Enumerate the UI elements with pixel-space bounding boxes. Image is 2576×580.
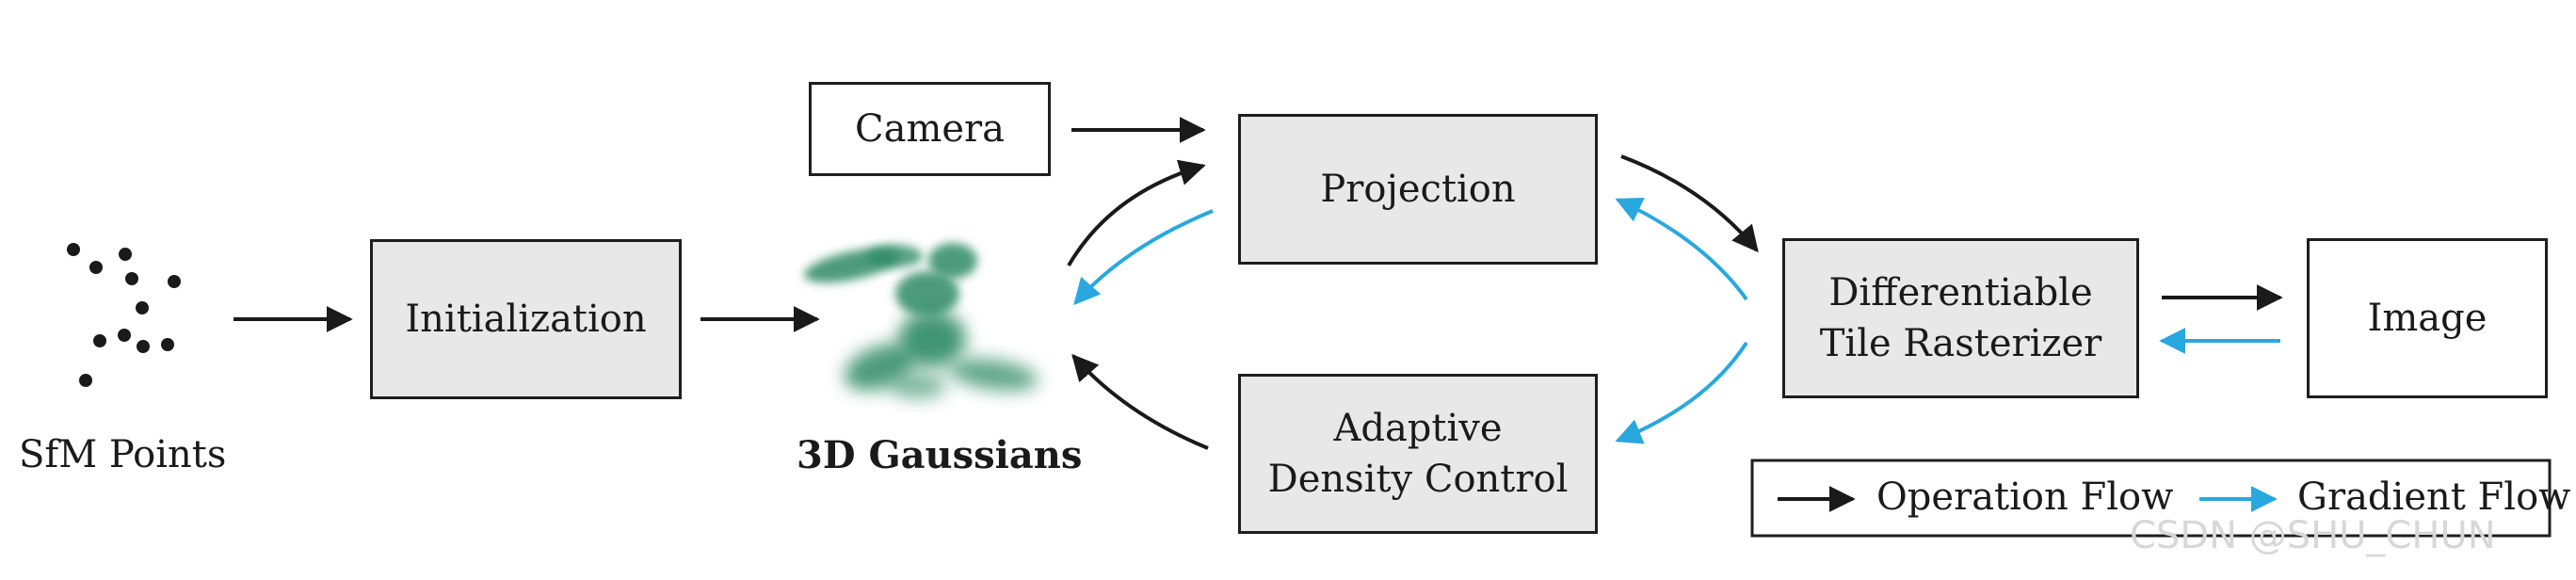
gaussians-blob-icon <box>804 243 1038 399</box>
initialization-box: Initialization <box>370 239 682 399</box>
camera-label: Camera <box>854 107 1006 151</box>
sfm-points-label: SfM Points <box>19 433 227 476</box>
sfm-point-cloud-icon <box>67 243 181 387</box>
gaussians-label: 3D Gaussians <box>797 433 1083 477</box>
arrow-gaussians-to-projection <box>1067 159 1206 267</box>
rasterizer-label-line1: Differentiable <box>1828 271 2093 314</box>
rasterizer-label-line2: Tile Rasterizer <box>1819 322 2102 365</box>
adaptive-density-control-box: Adaptive Density Control <box>1238 374 1598 534</box>
arrow-adc-to-gaussians <box>1071 353 1209 450</box>
operation-flow-arrows <box>233 117 2283 450</box>
arrow-projection-to-gaussians-gradient <box>1073 209 1214 306</box>
arrow-projection-to-rasterizer <box>1620 154 1759 253</box>
legend-operation-label: Operation Flow <box>1876 475 2174 519</box>
legend-frame <box>1750 459 2552 538</box>
arrow-rasterizer-to-projection-gradient <box>1615 197 1748 301</box>
initialization-label: Initialization <box>405 298 647 341</box>
legend-gradient-label: Gradient Flow <box>2297 475 2571 519</box>
camera-box: Camera <box>809 82 1051 176</box>
image-box: Image <box>2307 238 2548 398</box>
projection-label: Projection <box>1320 168 1516 211</box>
arrow-rasterizer-to-adc-gradient <box>1615 341 1748 444</box>
image-label: Image <box>2367 297 2487 340</box>
watermark: CSDN @SHU_CHUN <box>2130 514 2496 557</box>
projection-box: Projection <box>1238 114 1598 265</box>
adaptive-density-label-line2: Density Control <box>1267 458 1569 501</box>
gradient-flow-arrows <box>1073 197 2280 444</box>
adaptive-density-label-line1: Adaptive <box>1333 407 1503 450</box>
rasterizer-box: Differentiable Tile Rasterizer <box>1782 238 2139 398</box>
